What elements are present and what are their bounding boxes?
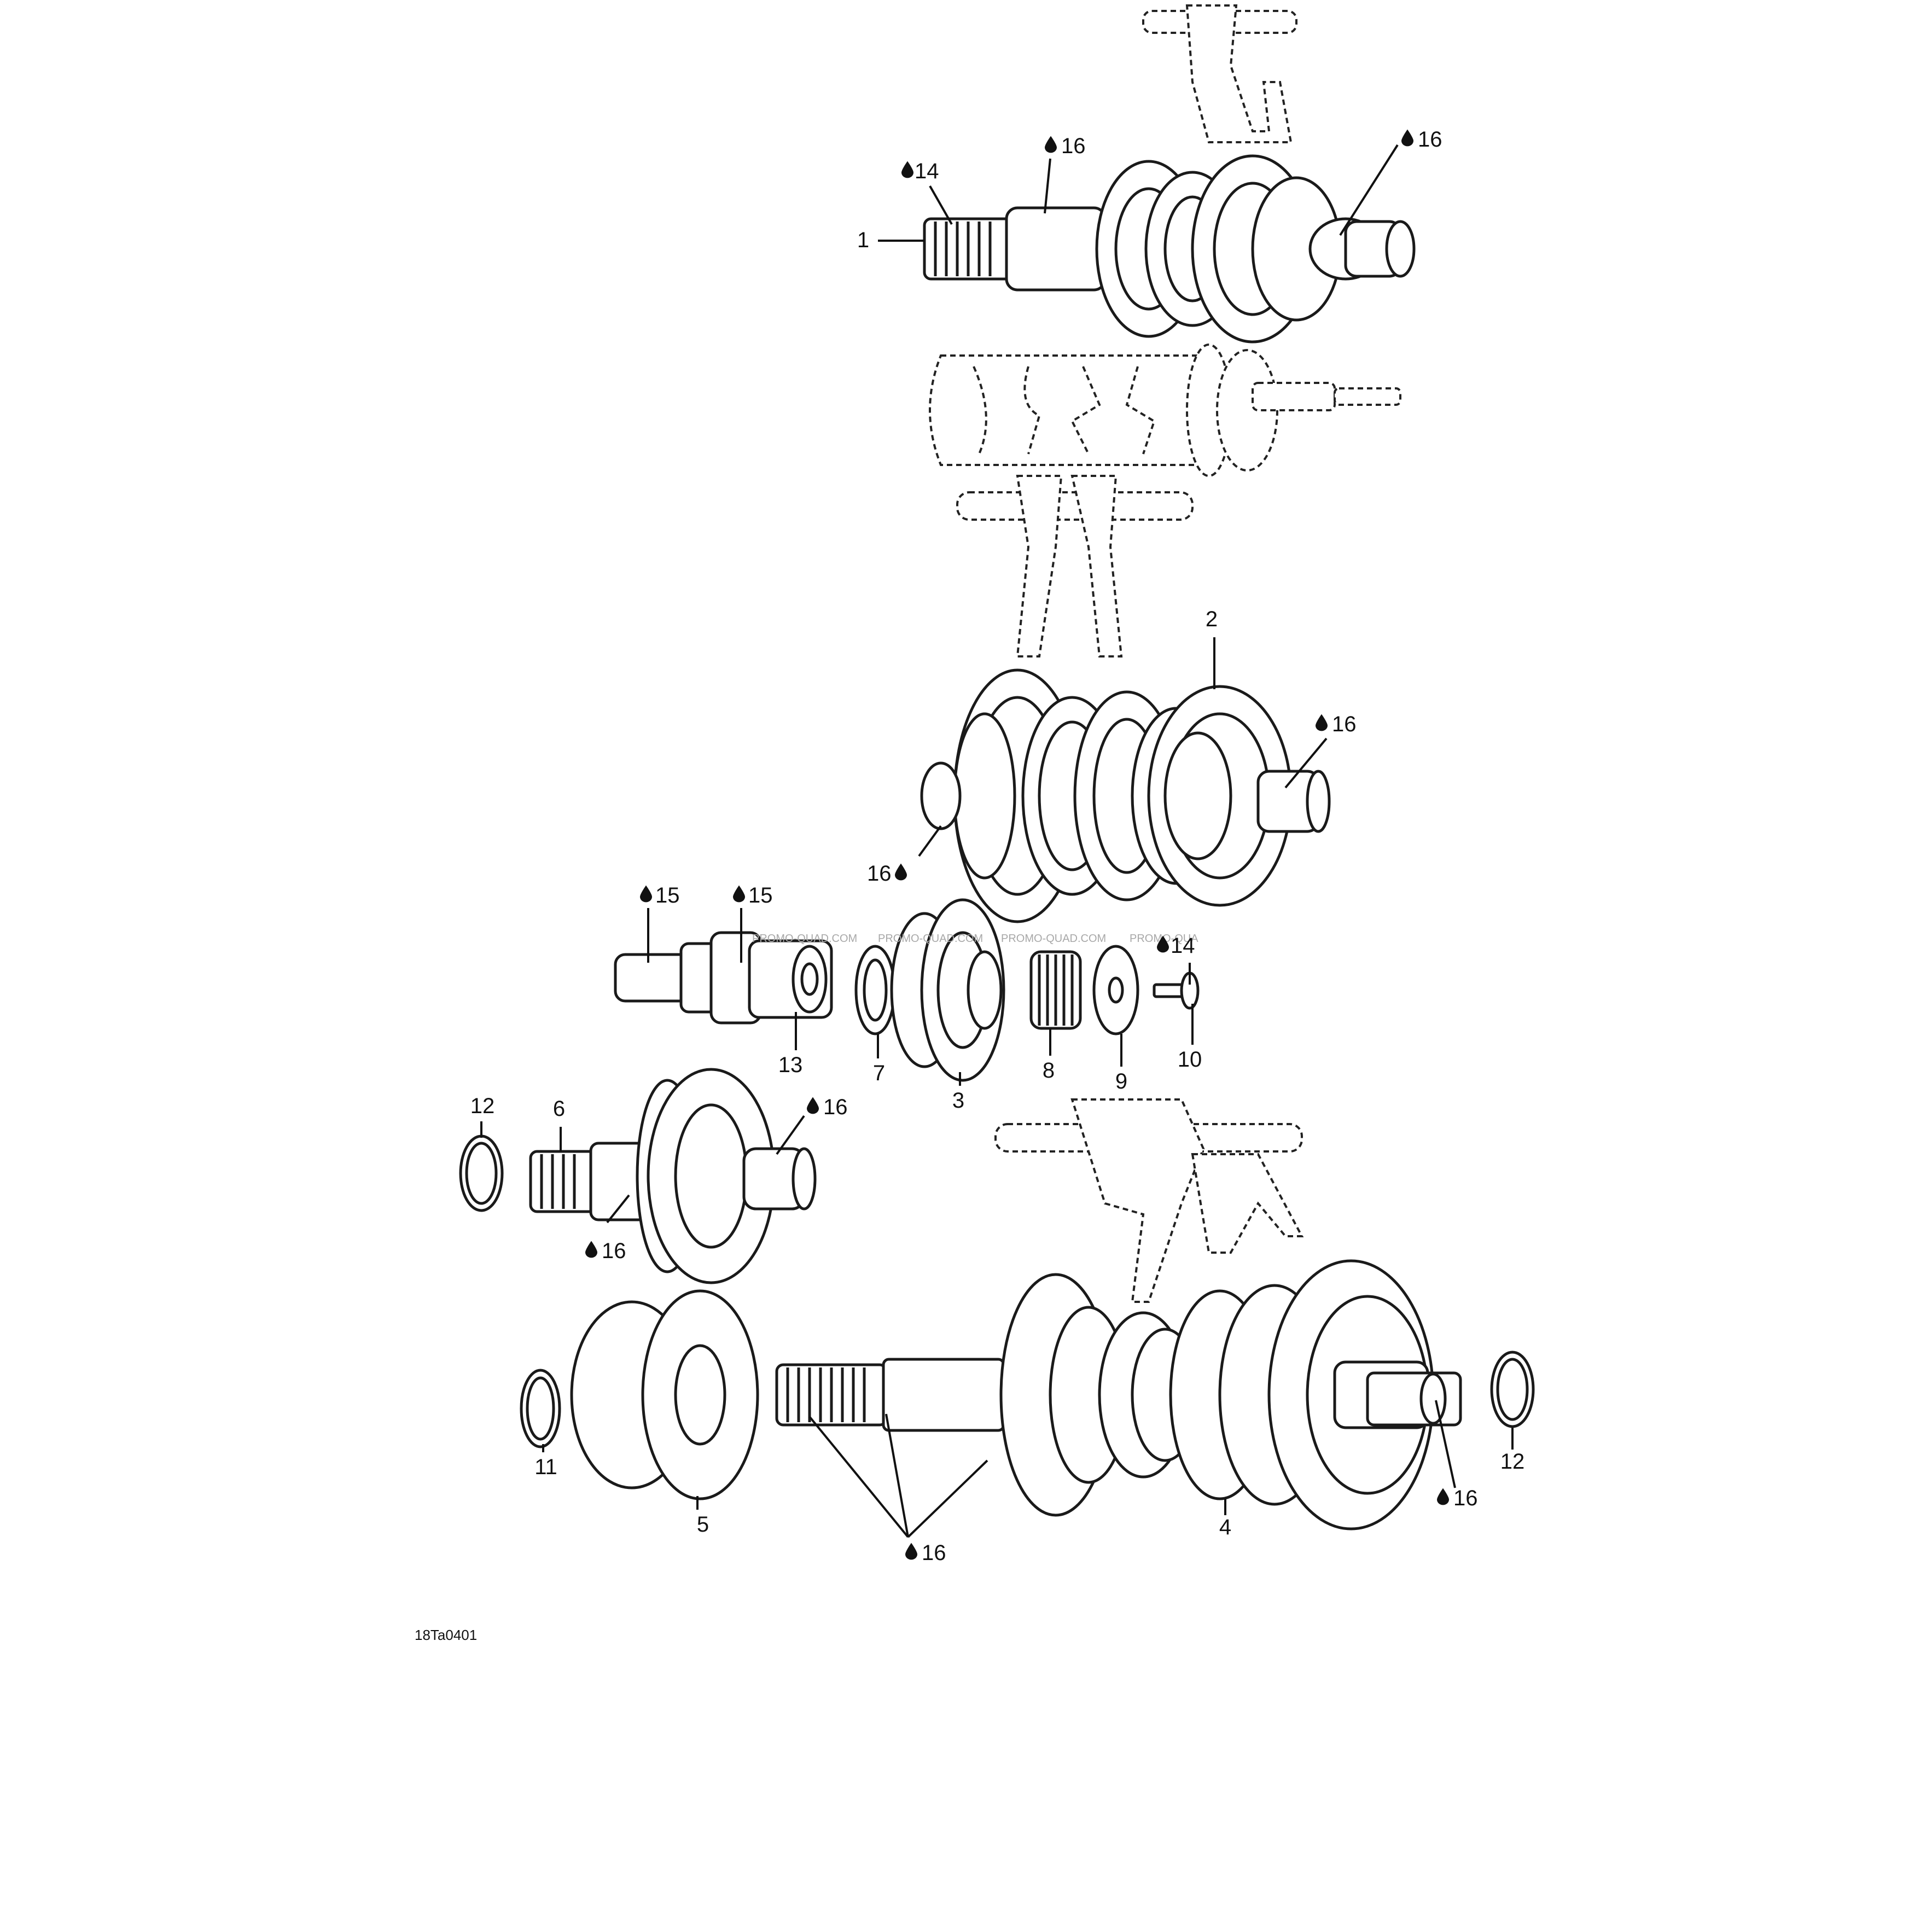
output-shaft-assembly <box>775 1259 1462 1531</box>
oil-drop-icon <box>585 1241 597 1258</box>
oil-drop-icon <box>1316 714 1328 731</box>
lube-mark-16h: 16 <box>1437 1486 1478 1510</box>
lube-mark-14a: 14 <box>901 159 939 183</box>
shift-fork-top <box>1142 4 1297 143</box>
watermark: PROMO-QUAD.COM <box>878 933 983 945</box>
oil-drop-icon <box>1401 129 1413 147</box>
oil-drop-icon <box>807 1097 819 1114</box>
svg-text:14: 14 <box>915 159 939 183</box>
washer-9 <box>1092 945 1139 1035</box>
needle-bearing-8 <box>1029 950 1082 1030</box>
svg-text:16: 16 <box>1061 134 1086 158</box>
circlip-11 <box>520 1369 561 1448</box>
svg-text:16: 16 <box>1332 712 1357 736</box>
gear-5 <box>570 1289 759 1500</box>
shaft-6 <box>529 1068 817 1284</box>
callout-4: 4 <box>1219 1515 1231 1539</box>
oil-drop-icon <box>895 863 907 881</box>
shift-fork-lower <box>994 1098 1304 1303</box>
oil-drop-icon <box>1437 1488 1449 1505</box>
input-shaft-assembly <box>923 154 1416 344</box>
shaft-13 <box>614 931 833 1025</box>
figure-reference-code: 18Ta0401 <box>415 1627 477 1643</box>
shift-drum <box>929 344 1401 477</box>
svg-text:15: 15 <box>655 883 680 907</box>
callout-12-right: 12 <box>1500 1450 1525 1474</box>
callout-5: 5 <box>697 1512 709 1537</box>
callout-2: 2 <box>1206 607 1218 631</box>
shift-forks-middle <box>956 475 1194 657</box>
callout-6: 6 <box>553 1097 565 1121</box>
screw-10 <box>1153 971 1200 1010</box>
countershaft-gear-cluster <box>920 668 1331 923</box>
callout-10: 10 <box>1178 1048 1202 1072</box>
lube-mark-16e: 16 <box>807 1095 848 1119</box>
oil-drop-icon <box>640 885 652 903</box>
watermark: PROMO-QUAD.COM <box>1001 933 1106 945</box>
watermark: PROMO-QUAD.COM <box>752 933 857 945</box>
svg-text:14: 14 <box>1171 934 1195 958</box>
svg-text:16: 16 <box>602 1239 626 1263</box>
callout-3: 3 <box>952 1089 964 1113</box>
callout-7: 7 <box>873 1061 885 1085</box>
oil-drop-icon <box>1045 136 1057 153</box>
lube-mark-16a: 16 <box>1045 134 1086 158</box>
svg-text:16: 16 <box>922 1541 946 1565</box>
lube-mark-16d: 16 <box>867 862 907 886</box>
callout-12-left: 12 <box>470 1094 495 1118</box>
washer-7 <box>854 945 896 1035</box>
callout-8: 8 <box>1043 1058 1055 1083</box>
gear-3 <box>890 898 1005 1082</box>
oil-drop-icon <box>733 885 745 903</box>
lube-mark-15b: 15 <box>733 883 773 907</box>
callout-9: 9 <box>1115 1069 1127 1093</box>
callout-1: 1 <box>857 228 869 252</box>
lube-mark-15a: 15 <box>640 883 680 907</box>
svg-text:15: 15 <box>748 883 773 907</box>
lube-mark-16c: 16 <box>1316 712 1357 736</box>
lube-mark-16b: 16 <box>1401 127 1442 152</box>
oil-drop-icon <box>905 1543 917 1560</box>
circlip-12-right <box>1490 1351 1535 1428</box>
svg-text:16: 16 <box>1418 127 1442 152</box>
lube-mark-14b: 14 <box>1157 934 1195 958</box>
lube-mark-16f: 16 <box>585 1239 626 1263</box>
leader-lines <box>480 144 1514 1538</box>
svg-text:16: 16 <box>1453 1486 1478 1510</box>
svg-text:16: 16 <box>823 1095 848 1119</box>
callout-13: 13 <box>778 1053 803 1077</box>
oil-drop-icon <box>901 161 913 178</box>
lube-mark-16g: 16 <box>905 1541 946 1565</box>
callout-11: 11 <box>534 1455 557 1479</box>
svg-text:16: 16 <box>867 862 892 886</box>
circlip-12-left <box>459 1134 504 1212</box>
